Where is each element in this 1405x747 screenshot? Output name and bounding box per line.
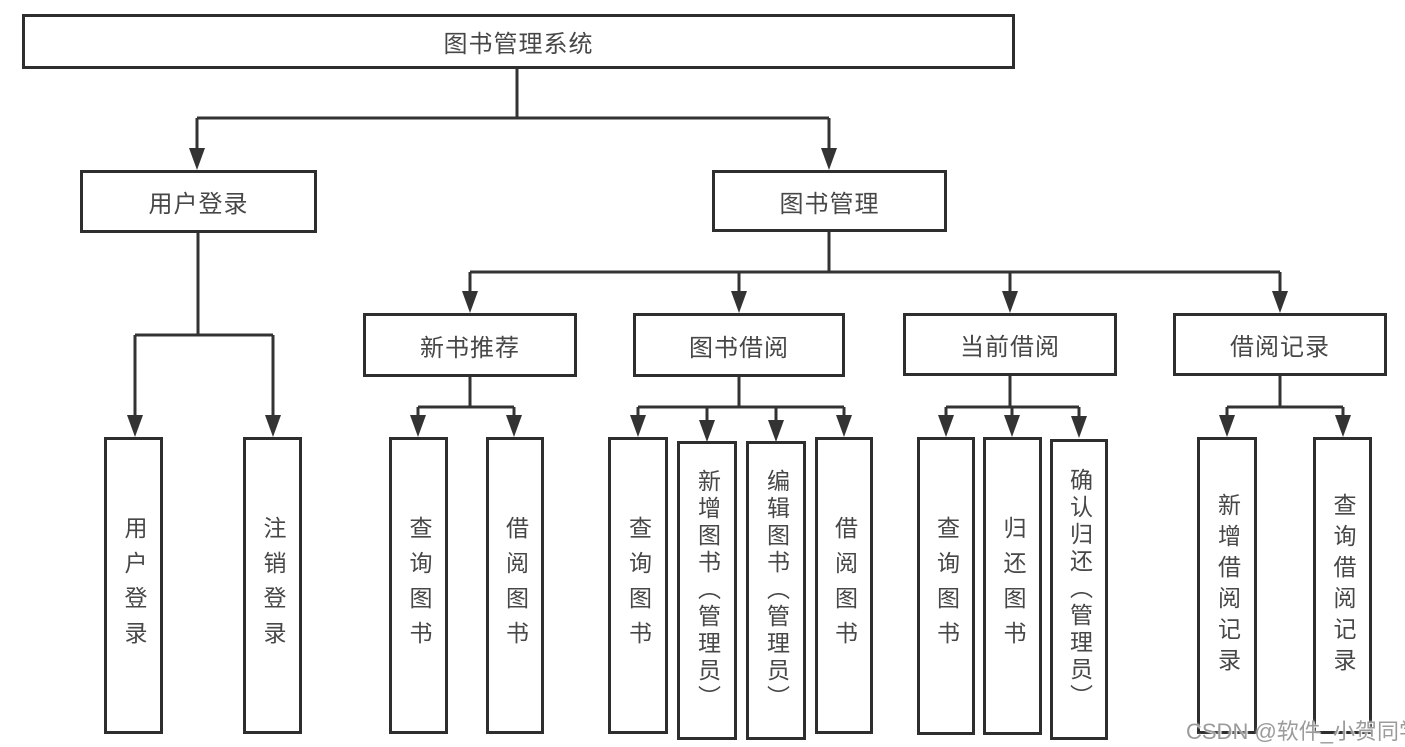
leaf-user-login: 用户登录: [104, 437, 163, 734]
connector-user-login-children: [127, 233, 281, 437]
leaf-confirm-return-admin: 确认归还（管理员）: [1050, 439, 1108, 740]
leaf-query-borrow-record: 查询借阅记录: [1313, 437, 1372, 734]
leaf-query-books-2-label: 查询图书: [625, 515, 652, 656]
leaf-return-book-label: 归还图书: [1000, 516, 1026, 656]
leaf-query-books-1-label: 查询图书: [406, 515, 432, 656]
leaf-borrow-books-2-label: 借阅图书: [831, 515, 858, 656]
connector-root-to-level2: [189, 69, 837, 170]
node-user-login-label: 用户登录: [148, 191, 249, 218]
leaf-add-borrow-record-label: 新增借阅记录: [1214, 492, 1241, 679]
leaf-query-books-2: 查询图书: [608, 437, 668, 734]
node-current-borrow: 当前借阅: [903, 313, 1117, 376]
leaf-query-books-3-label: 查询图书: [933, 516, 960, 656]
leaf-edit-book-admin: 编辑图书（管理员）: [746, 441, 806, 740]
leaf-add-book-admin-label: 新增图书（管理员）: [694, 469, 721, 712]
leaf-add-borrow-record: 新增借阅记录: [1197, 437, 1257, 734]
node-book-borrow-label: 图书借阅: [689, 334, 789, 362]
node-book-management: 图书管理: [712, 170, 947, 232]
node-borrow-records-label: 借阅记录: [1230, 334, 1330, 361]
node-current-borrow-label: 当前借阅: [960, 334, 1060, 361]
leaf-query-books-3: 查询图书: [917, 437, 975, 735]
leaf-borrow-books-1: 借阅图书: [486, 437, 544, 734]
node-root-label: 图书管理系统: [443, 31, 594, 58]
leaf-add-book-admin: 新增图书（管理员）: [677, 441, 737, 740]
node-root: 图书管理系统: [22, 14, 1015, 69]
leaf-borrow-books-1-label: 借阅图书: [502, 515, 529, 656]
connector-new-book-children: [410, 377, 522, 437]
node-book-borrow: 图书借阅: [633, 313, 845, 377]
connector-borrow-records-children: [1219, 376, 1351, 437]
connector-current-borrow-children: [938, 376, 1087, 438]
leaf-logout-login-label: 注销登录: [260, 515, 286, 656]
node-new-book-recommend-label: 新书推荐: [420, 334, 520, 362]
leaf-user-login-label: 用户登录: [121, 515, 147, 656]
leaf-edit-book-admin-label: 编辑图书（管理员）: [763, 469, 790, 712]
node-book-management-label: 图书管理: [779, 190, 880, 218]
leaf-logout-login: 注销登录: [243, 437, 302, 734]
connector-book-borrow-children: [630, 377, 852, 442]
csdn-watermark: CSDN @软件_小贺同学: [1186, 719, 1405, 744]
leaf-query-borrow-record-label: 查询借阅记录: [1330, 492, 1356, 679]
leaf-confirm-return-admin-label: 确认归还（管理员）: [1066, 468, 1093, 711]
leaf-query-books-1: 查询图书: [389, 437, 448, 734]
leaf-borrow-books-2: 借阅图书: [815, 437, 873, 734]
node-user-login: 用户登录: [80, 170, 317, 233]
connector-book-management-children: [462, 232, 1288, 313]
leaf-return-book: 归还图书: [983, 437, 1042, 735]
node-borrow-records: 借阅记录: [1173, 313, 1387, 376]
node-new-book-recommend: 新书推荐: [363, 313, 577, 377]
